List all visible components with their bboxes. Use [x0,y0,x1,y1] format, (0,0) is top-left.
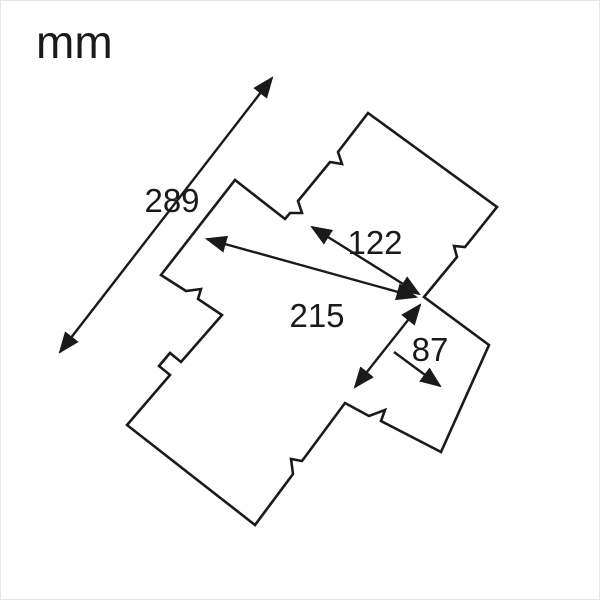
dimension-87-arrow [353,303,422,389]
unit-label: mm [36,16,113,68]
dimension-87-leader-arrow [393,351,442,388]
dimension-87: 87 [353,303,449,389]
dimension-289-arrow [58,76,274,354]
dimension-215: 215 [204,235,419,334]
dimension-215-label: 215 [289,297,344,334]
part-outline [125,111,499,527]
dimension-122-label: 122 [347,224,402,261]
dimension-215-arrow [204,235,419,301]
dimension-87-label: 87 [412,331,449,368]
dimension-289: 289 [58,76,274,354]
dimension-289-label: 289 [144,182,199,219]
